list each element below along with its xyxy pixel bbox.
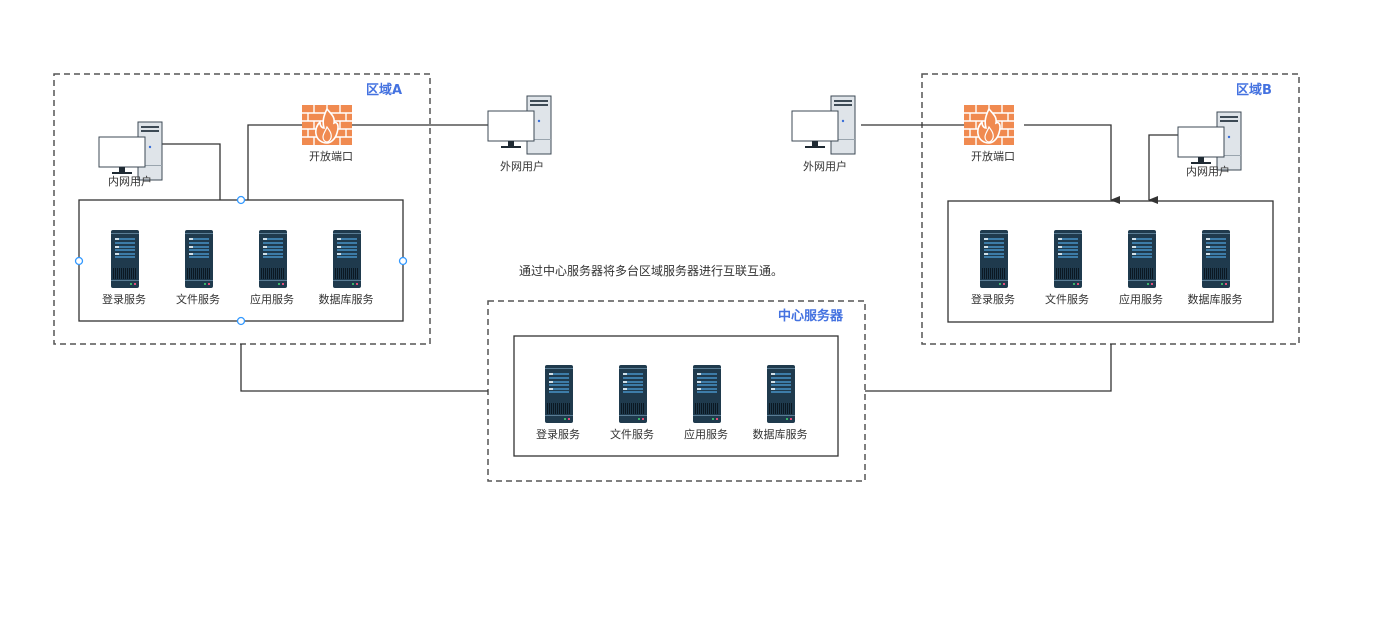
zone-b-title: 区域B [1236,83,1272,98]
center-server-label: 应用服务 [684,428,728,441]
selection-handles[interactable] [74,195,408,326]
server-icon[interactable] [185,230,213,288]
intranet-user-a-label: 内网用户 [108,175,152,188]
zone-a-server-label: 登录服务 [102,293,146,306]
handle-left[interactable] [74,256,84,266]
firewall-a-label: 开放端口 [309,150,353,163]
external-user-b-label: 外网用户 [803,160,847,173]
center-server-label: 登录服务 [536,428,580,441]
desktop-computer-icon[interactable] [1177,111,1242,171]
center-server-label: 文件服务 [610,428,654,441]
center-boundary [487,300,866,482]
handle-right[interactable] [398,256,408,266]
zone-a-server-label: 数据库服务 [318,293,374,306]
diagram-caption: 通过中心服务器将多台区域服务器进行互联互通。 [519,264,784,278]
server-icon[interactable] [1128,230,1156,288]
connector-center-to-zone-b [865,344,1112,392]
zone-a-server-label: 文件服务 [176,293,220,306]
connector-zone-a-to-center [240,344,488,392]
center-server-group[interactable] [513,335,839,457]
server-icon[interactable] [767,365,795,423]
zone-b-server-label: 登录服务 [971,293,1015,306]
server-icon[interactable] [545,365,573,423]
server-icon[interactable] [693,365,721,423]
zone-a-server-label: 应用服务 [250,293,294,306]
server-icon[interactable] [333,230,361,288]
center-server-label: 数据库服务 [752,428,808,441]
desktop-computer-icon[interactable] [791,95,856,155]
firewall-icon[interactable] [963,104,1015,146]
server-icon[interactable] [259,230,287,288]
handle-bottom[interactable] [236,316,246,326]
zone-a-title: 区域A [366,83,403,98]
server-icon[interactable] [619,365,647,423]
center-title: 中心服务器 [778,309,844,324]
intranet-user-b-label: 内网用户 [1186,165,1230,178]
zone-b-server-label: 应用服务 [1119,293,1163,306]
connector-firewall-b-to-group [1024,124,1120,204]
desktop-computer-icon[interactable] [487,95,552,155]
server-icon[interactable] [1054,230,1082,288]
zone-b-server-label: 数据库服务 [1187,293,1243,306]
zone-b-server-label: 文件服务 [1045,293,1089,306]
connector-intranet-b-to-group [1148,134,1178,204]
external-user-a-label: 外网用户 [500,160,544,173]
firewall-icon[interactable] [301,104,353,146]
firewall-b-label: 开放端口 [971,150,1015,163]
zone-a-boundary [53,73,431,345]
connector-firewall-a-to-group [247,124,302,200]
desktop-computer-icon[interactable] [98,121,163,181]
server-icon[interactable] [980,230,1008,288]
server-icon[interactable] [111,230,139,288]
handle-top[interactable] [236,195,246,205]
server-icon[interactable] [1202,230,1230,288]
connector-intranet-a [162,143,221,200]
